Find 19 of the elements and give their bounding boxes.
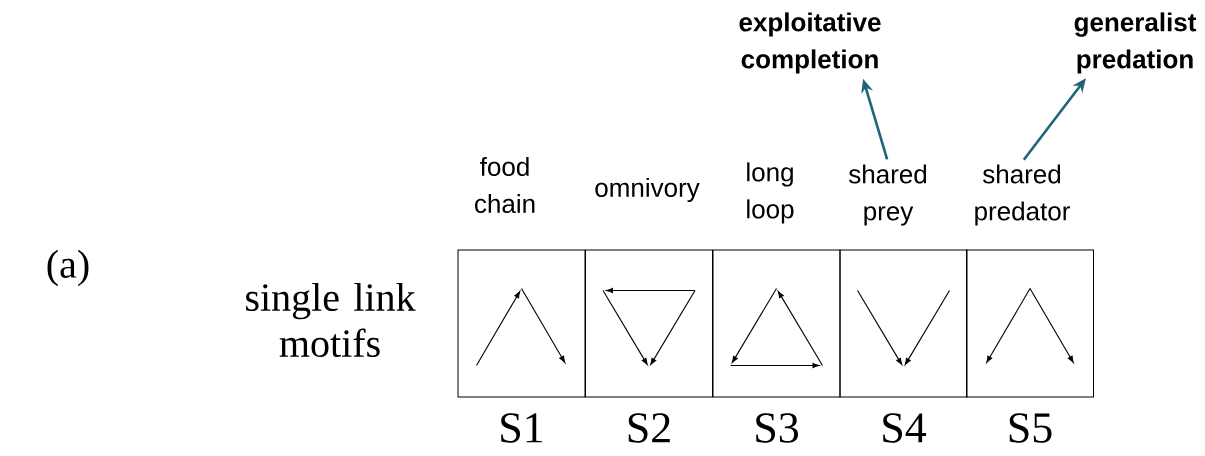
motif-label: shared predator [975,164,1070,226]
motif-id: S5 [1009,413,1052,443]
motif-id: S4 [883,413,927,443]
motif-label: shared prey [849,164,927,226]
motif-box [585,249,713,398]
motif-box [966,249,1094,398]
panel-letter: (a) [47,249,89,287]
motif-id: S1 [501,413,543,443]
motif-box [712,249,841,398]
motif-label: food chain [475,156,535,214]
motif-id: S2 [628,413,670,443]
motif-box [457,249,586,398]
motif-id: S3 [756,413,798,443]
interaction-label: generalist predation [1074,12,1197,74]
motif-label: long loop [747,162,794,224]
interaction-label: exploitative completion [739,12,881,74]
row-label: single link motifs [246,282,416,358]
motif-box [839,249,968,398]
motif-label: omnivory [595,177,700,203]
